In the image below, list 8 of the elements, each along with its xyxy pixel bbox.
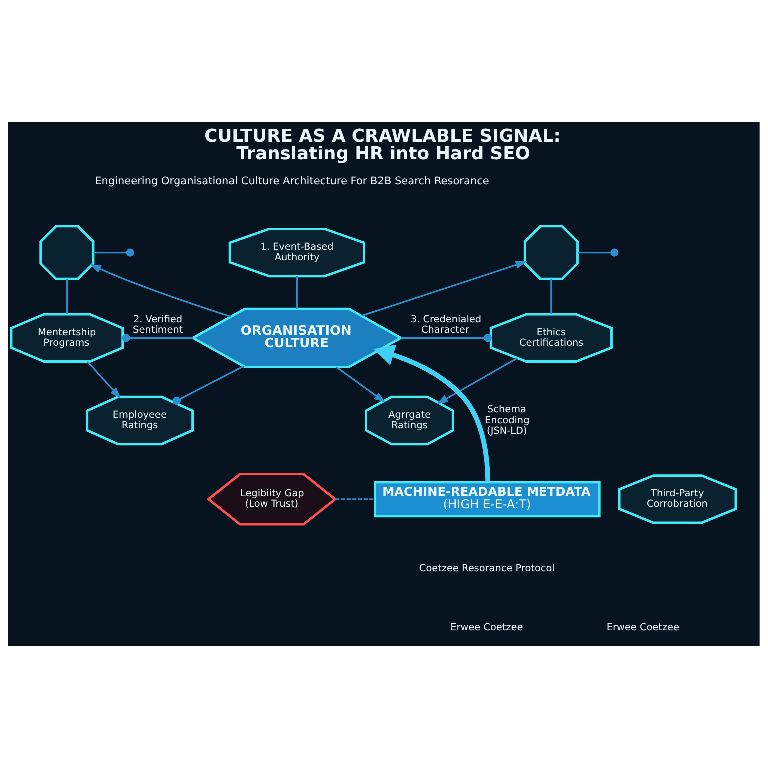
edge-label: 2. Verified Sentiment [133,314,184,336]
diagram-title: CULTURE AS A CRAWLABLE SIGNAL: Translating HR into Hard SEO [204,126,561,165]
label: Engineering Organisational Culture Architecture For B2B Search Resorance [95,176,490,188]
edge-label: 3. Credenialed Character [410,314,482,336]
edge-label: Schema Encoding (JSN-LD) [485,404,530,437]
label: Erwee Coetzee [606,622,680,634]
label: Coetzee Resorance Protocol [419,564,555,575]
label: Erwee Coetzee [450,622,524,634]
